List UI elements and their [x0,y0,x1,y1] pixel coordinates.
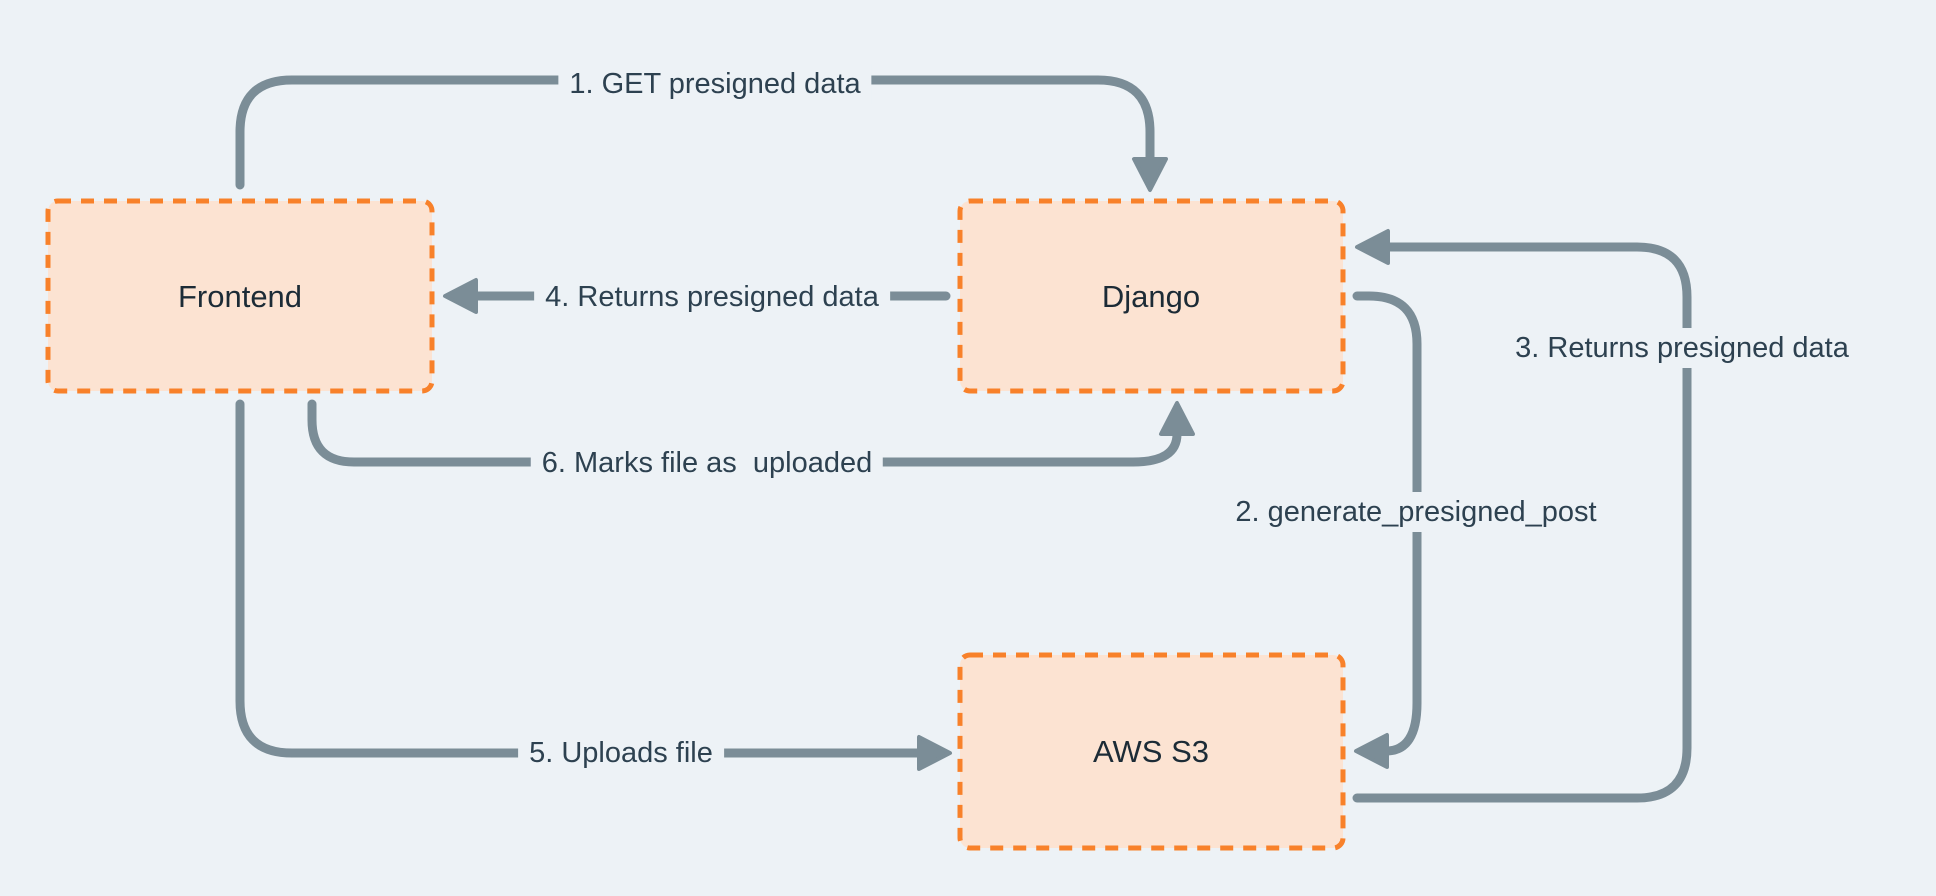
edge-marks-file-uploaded [307,399,1182,467]
arrowhead-left-into-frontend-right [443,278,478,314]
django-box-label: Django [1101,279,1201,314]
edge-label-returns-presigned-data-3: 3. Returns presigned data [1504,328,1860,368]
edge-label-returns-presigned-data-4: 4. Returns presigned data [534,277,890,317]
frontend-box-label: Frontend [177,279,303,314]
arrowhead-up-into-django-bottom [1159,401,1195,436]
arrowheads [443,157,1390,771]
arrowhead-left-into-django-right [1355,229,1390,265]
aws-s3-box [957,652,1346,851]
edge-label-generate-presigned-post: 2. generate_presigned_post [1224,492,1608,532]
django-box [957,198,1346,394]
edge-label-get-presigned-data: 1. GET presigned data [558,64,872,104]
frontend-box [45,198,435,394]
node-boxes [45,198,1346,851]
arrowhead-left-into-awss3-right [1354,733,1389,769]
edge-uploads-file [235,399,923,758]
edge-label-uploads-file: 5. Uploads file [518,733,724,773]
aws-s3-box-label: AWS S3 [1093,734,1209,769]
edge-generate-presigned-post [1352,291,1422,756]
edge-returns-presigned-data-to-django [1352,242,1692,803]
arrowhead-right-into-awss3-left [917,735,952,771]
edge-label-marks-file-uploaded: 6. Marks file as uploaded [530,443,884,483]
arrowhead-down-into-django-top [1132,157,1168,192]
